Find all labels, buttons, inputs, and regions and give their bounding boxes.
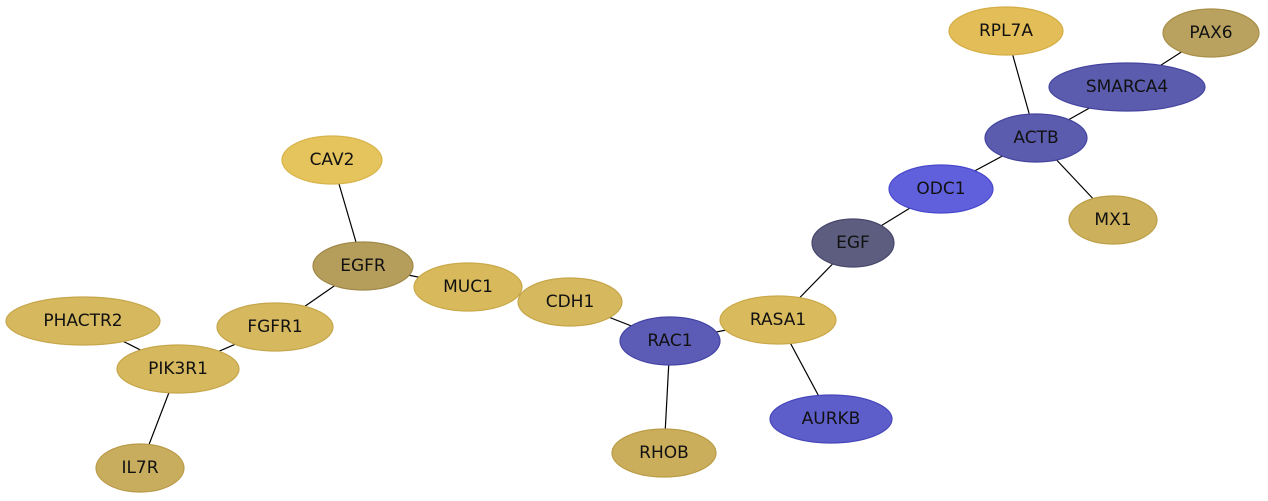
node-muc1[interactable]: MUC1 xyxy=(413,262,523,312)
node-egf[interactable]: EGF xyxy=(811,218,895,268)
node-mx1[interactable]: MX1 xyxy=(1068,195,1158,245)
node-egfr[interactable]: EGFR xyxy=(312,241,414,291)
node-shape xyxy=(281,135,383,185)
node-rhob[interactable]: RHOB xyxy=(611,428,717,478)
node-cav2[interactable]: CAV2 xyxy=(281,135,383,185)
node-label: ACTB xyxy=(1013,128,1058,148)
node-shape xyxy=(1068,195,1158,245)
node-shape xyxy=(769,394,893,444)
node-shape xyxy=(216,302,334,352)
node-rpl7a[interactable]: RPL7A xyxy=(948,6,1064,56)
node-label: ODC1 xyxy=(916,179,965,199)
node-shape xyxy=(948,6,1064,56)
node-shape xyxy=(611,428,717,478)
node-cdh1[interactable]: CDH1 xyxy=(517,277,623,327)
edge-layer xyxy=(82,30,1212,469)
node-shape xyxy=(95,443,185,493)
node-label: AURKB xyxy=(802,409,861,429)
node-shape xyxy=(619,316,721,366)
node-il7r[interactable]: IL7R xyxy=(95,443,185,493)
node-actb[interactable]: ACTB xyxy=(984,113,1088,163)
node-label: RASA1 xyxy=(750,310,806,330)
node-shape xyxy=(1162,8,1260,58)
node-fgfr1[interactable]: FGFR1 xyxy=(216,302,334,352)
node-label: PIK3R1 xyxy=(148,359,208,379)
node-aurkb[interactable]: AURKB xyxy=(769,394,893,444)
node-odc1[interactable]: ODC1 xyxy=(888,164,994,214)
node-rasa1[interactable]: RASA1 xyxy=(719,295,837,345)
node-pik3r1[interactable]: PIK3R1 xyxy=(116,344,240,394)
node-label: MUC1 xyxy=(443,277,493,297)
node-shape xyxy=(984,113,1088,163)
node-shape xyxy=(811,218,895,268)
node-shape xyxy=(517,277,623,327)
node-shape xyxy=(413,262,523,312)
node-label: RPL7A xyxy=(979,21,1033,41)
node-label: PHACTR2 xyxy=(43,311,122,331)
node-smarca4[interactable]: SMARCA4 xyxy=(1048,62,1206,112)
node-shape xyxy=(116,344,240,394)
node-shape xyxy=(1048,62,1206,112)
node-label: FGFR1 xyxy=(247,317,302,337)
node-label: EGFR xyxy=(340,256,386,276)
node-phactr2[interactable]: PHACTR2 xyxy=(5,296,161,346)
node-pax6[interactable]: PAX6 xyxy=(1162,8,1260,58)
node-label: SMARCA4 xyxy=(1086,77,1168,97)
node-shape xyxy=(888,164,994,214)
node-shape xyxy=(5,296,161,346)
node-label: RHOB xyxy=(639,443,689,463)
node-rac1[interactable]: RAC1 xyxy=(619,316,721,366)
node-label: IL7R xyxy=(121,458,158,478)
node-label: CAV2 xyxy=(310,150,355,170)
node-label: RAC1 xyxy=(647,331,692,351)
node-shape xyxy=(719,295,837,345)
node-label: MX1 xyxy=(1094,210,1131,230)
node-label: EGF xyxy=(836,233,870,253)
node-label: CDH1 xyxy=(546,292,595,312)
node-shape xyxy=(312,241,414,291)
node-label: PAX6 xyxy=(1189,23,1232,43)
